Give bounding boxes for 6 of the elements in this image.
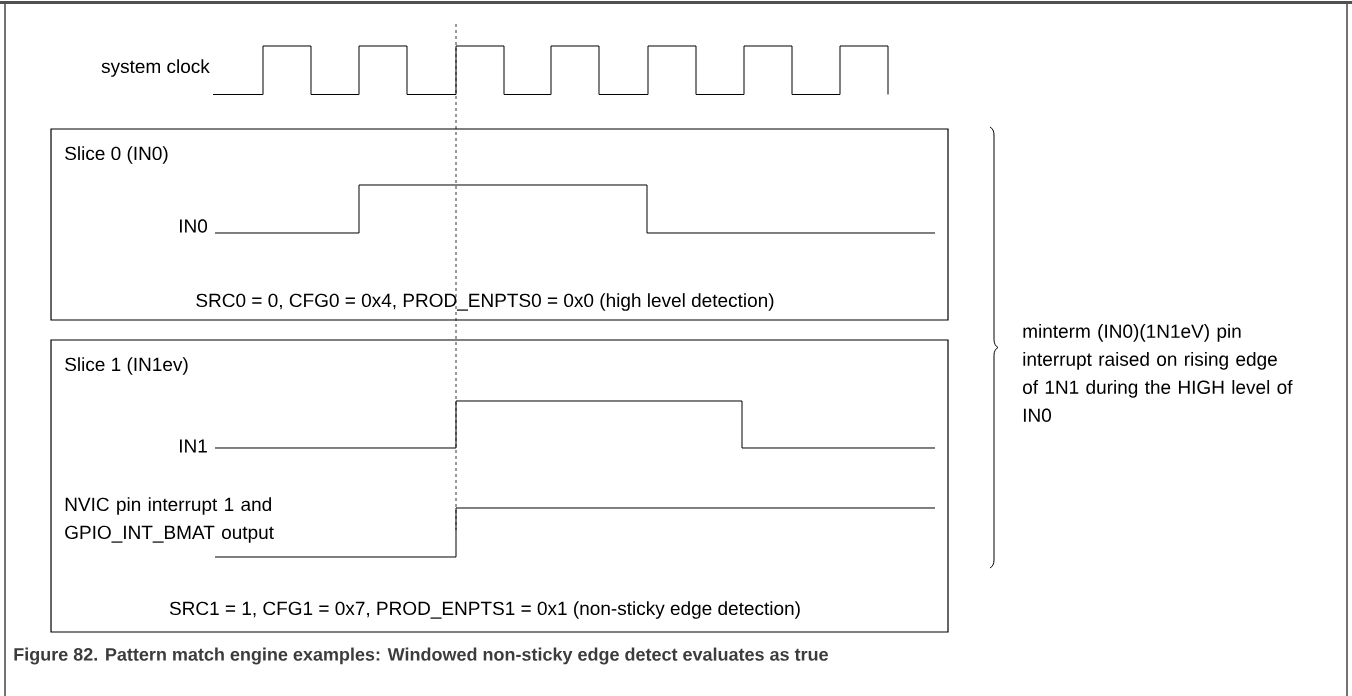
note-text: minterm (IN0)(1N1eV) pin interrupt raised on rising edge of 1N1 during the HIGH level of IN0	[1023, 324, 1293, 422]
signal-label: IN1	[180, 439, 207, 453]
signal-label: NVIC pin interrupt 1 and GPIO_INT_BMAT output	[65, 497, 274, 543]
signal-label: IN0	[180, 219, 208, 233]
caption: Figure 82. Pattern match engine examples: Windowed non-sticky edge detect evaluates as true	[14, 647, 828, 665]
signal-label: system clock	[101, 59, 210, 77]
